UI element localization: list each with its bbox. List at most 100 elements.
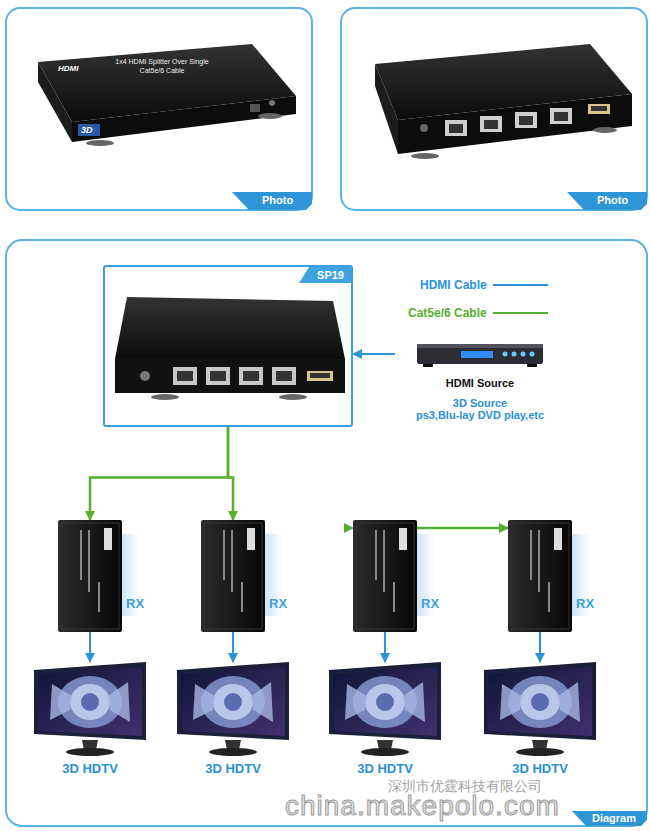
receiver-illustration xyxy=(201,520,265,632)
illustration xyxy=(30,662,150,757)
tv-illustration xyxy=(108,682,130,722)
tv-label: 3D HDTV xyxy=(173,761,293,776)
splitter-illustration xyxy=(310,373,330,378)
tv-illustration xyxy=(251,682,273,722)
splitter-front-photo xyxy=(86,140,114,146)
tv-illustration xyxy=(38,667,142,736)
tv-display: 3D HDTV xyxy=(30,662,150,776)
splitter-illustration xyxy=(177,371,193,381)
receiver-illustration xyxy=(508,520,572,632)
splitter-back-photo xyxy=(591,106,607,111)
tv-illustration xyxy=(480,662,600,757)
tv-illustration xyxy=(34,662,146,740)
splitter-back-photo xyxy=(593,127,617,133)
splitter-back-photo xyxy=(554,112,568,121)
receiver-illustration xyxy=(393,582,395,612)
receiver-illustration xyxy=(530,530,532,580)
tv-illustration xyxy=(488,667,592,736)
model-tag: SP19 xyxy=(299,267,351,283)
device-print: 1x4 HDMI Splitter Over Single Cat5e/6 Ca… xyxy=(112,58,212,76)
receiver-illustration xyxy=(548,582,550,612)
diagram-panel xyxy=(572,811,647,826)
source-title: HDMI Source xyxy=(395,377,565,389)
splitter-illustration xyxy=(279,394,307,400)
tv-illustration xyxy=(531,693,549,711)
splitter-front-photo xyxy=(38,44,296,122)
illustration xyxy=(173,662,293,757)
logo-text: HDMI xyxy=(58,64,78,73)
tv-illustration xyxy=(558,682,580,722)
splitter-back-photo xyxy=(515,112,537,128)
receiver-illustration xyxy=(231,530,233,592)
hdmi-source: HDMI Source 3D Sourceps3,Blu-lay DVD play… xyxy=(395,336,565,421)
splitter-illustration xyxy=(105,267,351,425)
receiver-illustration xyxy=(399,528,407,550)
cable-connector xyxy=(539,632,541,662)
splitter-illustration xyxy=(210,371,226,381)
splitter-back-photo xyxy=(519,116,533,125)
splitter-back-photo xyxy=(588,104,610,114)
splitter-back-photo xyxy=(445,120,467,136)
dvd-player-illustration xyxy=(530,352,535,357)
receiver-illustration xyxy=(353,520,417,632)
cable-connector xyxy=(90,427,228,520)
splitter-front-photo xyxy=(269,100,275,106)
splitter-front-photo xyxy=(258,113,282,119)
tv-illustration xyxy=(213,684,253,720)
splitter-illustration xyxy=(206,367,230,385)
legend-item: Cat5e/6 Cable xyxy=(408,306,548,320)
illustration xyxy=(508,520,572,632)
dvd-player-illustration xyxy=(503,352,508,357)
splitter-back-photo xyxy=(449,124,463,133)
splitter-back-photo xyxy=(375,44,632,159)
tv-illustration xyxy=(500,684,522,720)
diagram-panel xyxy=(6,240,647,826)
tv-illustration xyxy=(181,667,285,736)
tv-illustration xyxy=(177,662,289,740)
splitter-illustration xyxy=(276,371,292,381)
receiver-illustration xyxy=(508,520,572,632)
tv-illustration xyxy=(193,684,215,720)
splitter-back-photo xyxy=(411,153,439,159)
legend-line-sample xyxy=(493,312,548,314)
tv-illustration xyxy=(209,748,257,756)
photo-panel xyxy=(232,192,312,210)
illustration xyxy=(480,662,600,757)
source-subtitle: 3D Source xyxy=(395,397,565,409)
badge-text: 3D xyxy=(81,124,93,136)
dvd-player-illustration xyxy=(521,352,526,357)
tv-illustration xyxy=(520,684,560,720)
receiver-box: RX xyxy=(58,520,122,632)
illustration xyxy=(58,520,122,632)
splitter-illustration xyxy=(239,367,263,385)
photo-panel xyxy=(341,8,647,210)
tv-illustration xyxy=(70,684,110,720)
splitter-front-photo xyxy=(38,44,296,146)
splitter-illustration xyxy=(173,367,197,385)
source-examples: ps3,Blu-lay DVD play,etc xyxy=(395,409,565,421)
dvd-player-illustration xyxy=(423,364,433,367)
dvd-player-illustration xyxy=(417,344,543,348)
splitter-illustration xyxy=(140,371,150,381)
photo-panel xyxy=(341,8,647,210)
photo-panel xyxy=(567,192,647,210)
receiver-illustration xyxy=(204,523,262,629)
illustration xyxy=(395,336,565,372)
photo-panel xyxy=(6,8,312,210)
cable-connector xyxy=(89,632,91,662)
receiver-illustration xyxy=(223,530,225,580)
tv-illustration xyxy=(333,667,437,736)
receiver-label: RX xyxy=(421,596,439,611)
receiver-illustration xyxy=(241,582,243,612)
splitter-front-photo xyxy=(78,124,100,136)
tv-illustration xyxy=(376,693,394,711)
tv-illustration xyxy=(81,693,99,711)
tv-display: 3D HDTV xyxy=(480,662,600,776)
tv-display: 3D HDTV xyxy=(325,662,445,776)
splitter-back-photo xyxy=(420,124,428,132)
tv-illustration xyxy=(329,662,441,740)
legend-line-sample xyxy=(493,284,548,286)
receiver-illustration xyxy=(201,520,265,632)
dvd-player-illustration xyxy=(417,344,543,364)
receiver-illustration xyxy=(554,528,562,550)
